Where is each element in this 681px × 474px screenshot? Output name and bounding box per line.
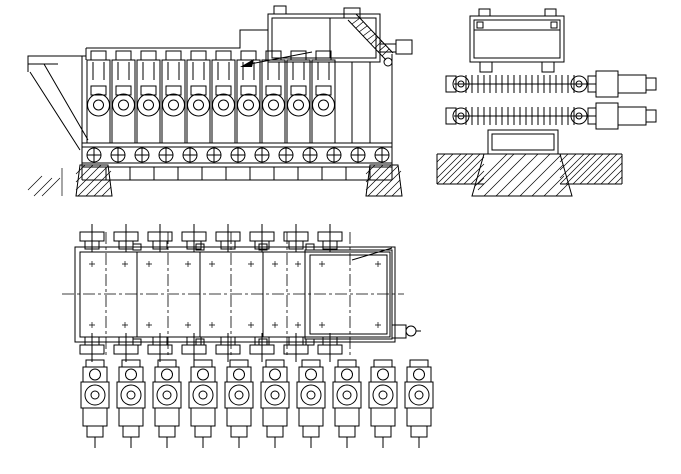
top-cover-box — [469, 8, 565, 63]
annotation-arrow — [240, 51, 313, 67]
discharge-section — [304, 247, 393, 340]
panel-centerlines — [105, 232, 351, 358]
frame — [74, 246, 396, 343]
roller-housing-row — [86, 50, 336, 144]
anchor-bolt-row — [86, 147, 390, 163]
drive-unit-row — [80, 359, 434, 449]
ground-hatch-left — [436, 153, 485, 185]
hanger-brackets — [479, 61, 555, 73]
side-elevation-view — [27, 5, 413, 197]
base-segment-row — [105, 166, 371, 181]
right-panel — [351, 54, 393, 180]
gearbox-base — [487, 129, 559, 155]
top-bearing-row — [79, 223, 343, 253]
panel-corner-marks — [89, 261, 381, 328]
side-bracket — [391, 324, 421, 339]
toothed-shaft-rows — [445, 74, 589, 126]
shaft-drive-units — [586, 70, 657, 130]
discharge-spout — [380, 39, 413, 55]
foundation-pedestal — [471, 153, 573, 197]
top-edge — [85, 29, 268, 60]
infeed-chute — [27, 55, 89, 151]
ground-marks — [27, 168, 63, 197]
ground-hatch-right — [559, 153, 623, 185]
base-rails — [82, 142, 392, 181]
tension-arm — [343, 7, 394, 67]
plan-view — [62, 223, 434, 449]
mill-housing-box — [267, 5, 381, 63]
end-view — [436, 8, 657, 197]
